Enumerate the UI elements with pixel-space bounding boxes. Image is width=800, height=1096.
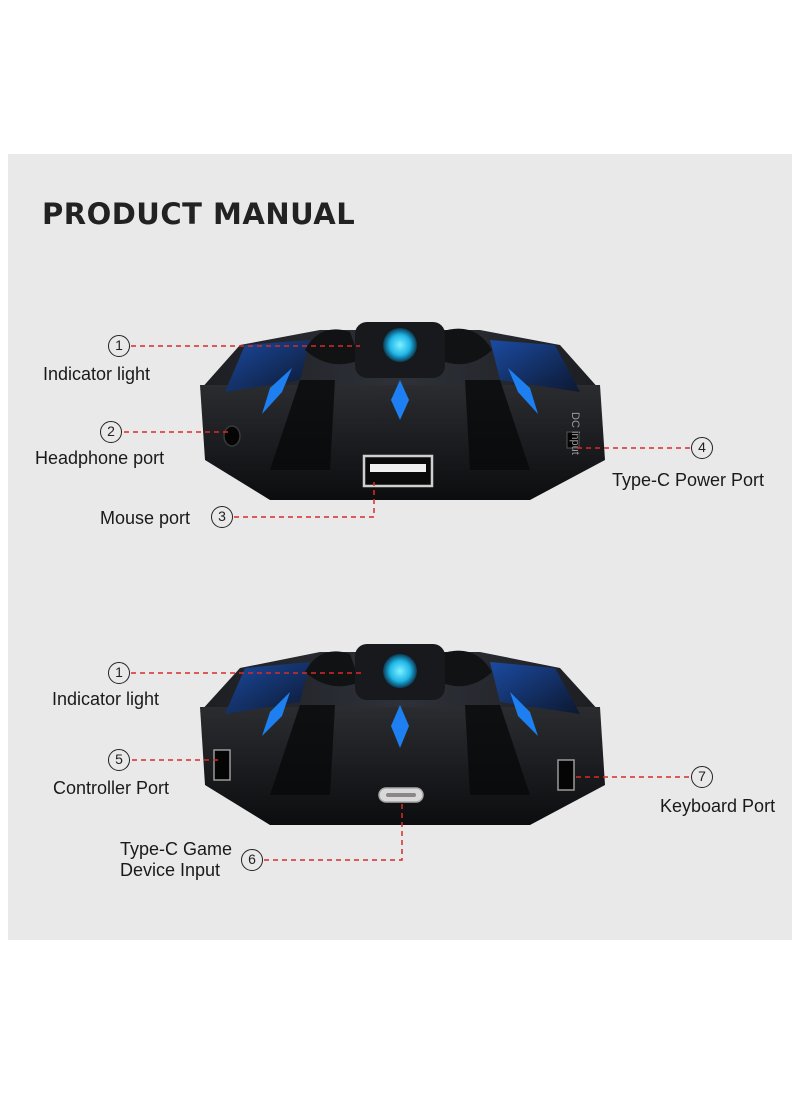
callout-number-4: 4 — [691, 437, 713, 459]
callout-number-6: 6 — [241, 849, 263, 871]
bottom-device-left-bump — [305, 651, 360, 687]
usb-a-tongue — [370, 464, 426, 472]
top-device-right-ridge — [465, 380, 530, 470]
label-type-c-power-port: Type-C Power Port — [612, 470, 765, 490]
callout-number-3: 3 — [211, 506, 233, 528]
bottom-device — [200, 644, 605, 825]
label-headphone-port: Headphone port — [35, 448, 165, 468]
bottom-device-blue-panel-right — [490, 662, 580, 714]
leader-lines — [124, 345, 690, 861]
type-c-game-input-inner — [386, 793, 416, 797]
top-device-blue-panel-left — [225, 340, 310, 392]
top-device-left-ridge — [270, 380, 335, 470]
label-type-c-game-line1: Type-C Game — [120, 839, 233, 859]
top-device-blue-arrow-right — [508, 368, 538, 414]
bottom-device-blue-arrow-left — [262, 692, 290, 736]
label-type-c-game-line2: Device Input — [120, 860, 221, 880]
top-device-blue-arrow-center — [391, 380, 409, 420]
top-device-blue-panel-right — [490, 340, 580, 392]
leader-3 — [234, 482, 375, 518]
leader-6 — [264, 800, 403, 861]
controller-usb-slot — [213, 749, 231, 781]
top-device-left-bump — [305, 329, 360, 365]
top-device-indicator-light — [383, 328, 417, 362]
keyboard-usb-slot — [557, 759, 575, 791]
callout-number-1-bottom: 1 — [108, 662, 130, 684]
label-indicator-light-bottom: Indicator light — [52, 689, 160, 709]
label-indicator-light-top: Indicator light — [43, 364, 151, 384]
callout-number-2: 2 — [100, 421, 122, 443]
bottom-device-right-bump — [440, 650, 492, 687]
label-keyboard-port: Keyboard Port — [660, 796, 776, 816]
bottom-device-blue-panel-left — [225, 662, 310, 714]
callout-number-1-top: 1 — [108, 335, 130, 357]
bottom-device-blue-arrow-right — [510, 692, 538, 736]
label-mouse-port: Mouse port — [100, 508, 191, 528]
type-c-power-slot — [566, 431, 580, 449]
headphone-jack — [223, 425, 241, 447]
bottom-device-blue-arrow-center — [391, 705, 409, 748]
label-controller-port: Controller Port — [53, 778, 170, 798]
top-device-right-bump — [440, 328, 492, 365]
callout-number-5: 5 — [108, 749, 130, 771]
side-print-dc-input: DC input — [569, 412, 581, 455]
callout-number-7: 7 — [691, 766, 713, 788]
bottom-device-left-ridge — [270, 705, 335, 795]
bottom-device-right-ridge — [465, 705, 530, 795]
page-title: PRODUCT MANUAL — [42, 197, 356, 231]
bottom-device-indicator-light — [383, 654, 417, 688]
top-device-blue-arrow-left — [262, 368, 292, 414]
top-device: DC input — [200, 322, 605, 500]
